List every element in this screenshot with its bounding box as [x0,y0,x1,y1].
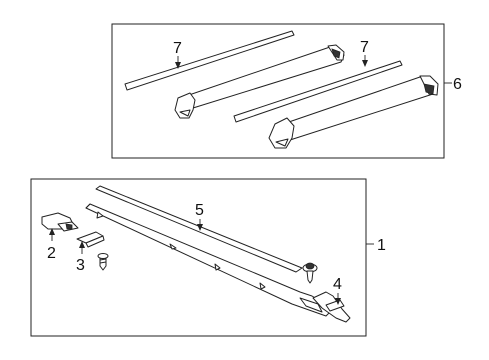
small-screw [97,253,109,271]
rail-end-cap-front [41,212,79,232]
callout-5: 5 [195,202,204,231]
seal-strip-upper [124,30,295,91]
callout-2: 2 [47,228,56,262]
callout-1: 1 [366,237,386,254]
crossbar-group: 7 7 6 [111,23,462,159]
crossbar-upper [174,44,345,119]
crossbar-group-frame [111,23,445,159]
callout-2-label: 2 [47,245,56,262]
callout-6-label: 6 [453,76,462,93]
callout-7-right: 7 [360,39,369,67]
callout-7-right-label: 7 [360,39,369,56]
crossbar-lower [268,75,439,149]
roof-rail [85,203,331,317]
seal-strip-lower [233,60,403,123]
callout-6: 6 [444,76,462,93]
rail-bracket-clip [76,231,105,248]
callout-7-left-label: 7 [173,40,182,57]
callout-3-label: 3 [76,257,85,274]
callout-3: 3 [76,241,85,274]
callout-7-left: 7 [173,40,182,69]
callout-1-label: 1 [377,237,386,254]
washer-bolt [302,262,318,284]
callout-4-label: 4 [333,276,342,293]
callout-4: 4 [333,276,342,305]
callout-5-label: 5 [195,202,204,219]
rail-end-cap-rear [312,291,351,323]
roof-rail-group: 5 2 3 4 1 [30,178,386,337]
roof-rail-group-frame [30,178,367,337]
rail-cover-strip [95,185,303,273]
